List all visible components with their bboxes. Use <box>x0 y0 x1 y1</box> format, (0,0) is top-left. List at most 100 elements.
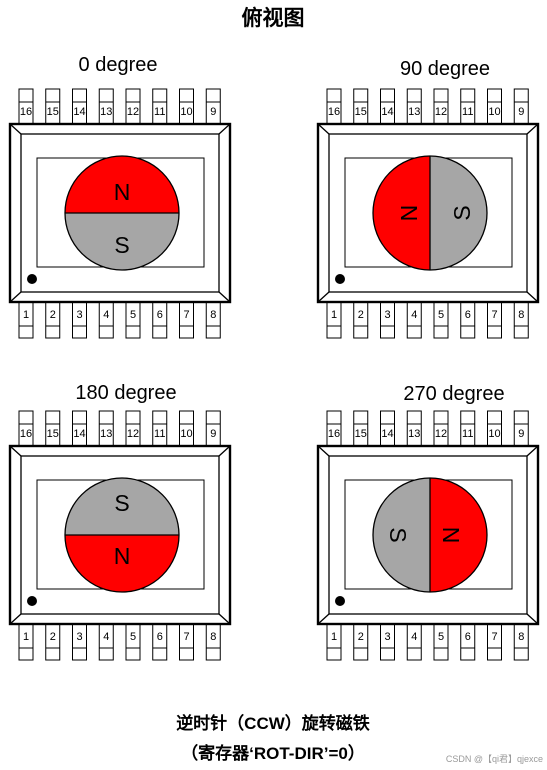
pin-number: 14 <box>381 106 393 118</box>
pin-number: 9 <box>210 428 216 440</box>
pin-number: 7 <box>183 631 189 643</box>
package-bevel <box>328 133 528 293</box>
north-pole-label: N <box>438 527 464 544</box>
pin-11: 11 <box>460 410 476 447</box>
north-pole-half <box>430 478 487 592</box>
pin-14: 14 <box>72 410 87 447</box>
pin-8: 8 <box>513 301 529 339</box>
pin-12: 12 <box>125 410 141 447</box>
pin-13: 13 <box>406 88 422 125</box>
pin-number: 7 <box>491 631 497 643</box>
caption-rotation-direction: 逆时针（CCW）旋转磁铁 <box>176 713 370 733</box>
north-pole-label: N <box>114 179 131 205</box>
pin-number: 10 <box>180 106 192 118</box>
pin-4: 4 <box>98 301 114 339</box>
pin-number: 14 <box>73 106 85 118</box>
south-pole-label: S <box>449 205 475 220</box>
pin-number: 6 <box>157 309 163 321</box>
pin-number: 10 <box>488 428 500 440</box>
pin-number: 2 <box>50 631 56 643</box>
pin-15: 15 <box>45 410 61 447</box>
pin-number: 14 <box>73 428 85 440</box>
pin-2: 2 <box>353 301 369 339</box>
pin-4: 4 <box>406 301 422 339</box>
pin-number: 1 <box>23 631 29 643</box>
pin-3: 3 <box>380 623 395 661</box>
package-bevel <box>328 455 528 615</box>
bevel-corner-line <box>9 291 22 303</box>
pin-2: 2 <box>45 301 61 339</box>
pin-number: 12 <box>127 106 139 118</box>
magnet: NS <box>372 477 488 593</box>
magnet: NS <box>64 477 180 593</box>
pin-8: 8 <box>513 623 529 661</box>
pin-number: 4 <box>103 631 109 643</box>
pin-number: 5 <box>438 631 444 643</box>
bevel-corner-line <box>218 445 231 457</box>
pin-7: 7 <box>179 301 194 339</box>
bevel-corner-line <box>317 123 330 135</box>
pin-15: 15 <box>353 410 369 447</box>
pin-number: 16 <box>20 106 32 118</box>
pin-2: 2 <box>45 623 61 661</box>
pin-number: 16 <box>328 428 340 440</box>
pin-3: 3 <box>72 301 87 339</box>
pin1-marker-dot <box>335 596 345 606</box>
south-pole-label: S <box>385 527 411 542</box>
pin-11: 11 <box>460 88 476 125</box>
pin-12: 12 <box>125 88 141 125</box>
package-bevel <box>20 455 220 615</box>
pin-9: 9 <box>513 88 529 125</box>
pin-9: 9 <box>205 88 221 125</box>
pin-number: 16 <box>328 106 340 118</box>
caption-register-setting: （寄存器‘ROT-DIR’=0） <box>181 743 365 763</box>
north-pole-label: N <box>396 205 422 222</box>
package-bevel <box>20 133 220 293</box>
pin-16: 16 <box>326 410 342 447</box>
pin-number: 10 <box>180 428 192 440</box>
south-pole-label: S <box>114 490 129 516</box>
pin-13: 13 <box>406 410 422 447</box>
bevel-corner-line <box>218 123 231 135</box>
pin-12: 12 <box>433 88 449 125</box>
magnet-outline <box>64 155 180 271</box>
pin-4: 4 <box>98 623 114 661</box>
pin-number: 11 <box>462 428 473 440</box>
bevel-corner-line <box>317 445 330 457</box>
pin-number: 1 <box>331 309 337 321</box>
pin-number: 3 <box>76 309 82 321</box>
pin-number: 15 <box>47 106 59 118</box>
pin-13: 13 <box>98 88 114 125</box>
pin-10: 10 <box>487 88 502 125</box>
pin-number: 10 <box>488 106 500 118</box>
pin-7: 7 <box>487 623 502 661</box>
pin-number: 11 <box>462 106 473 118</box>
pin-number: 6 <box>465 631 471 643</box>
pin-number: 2 <box>358 631 364 643</box>
pin-13: 13 <box>98 410 114 447</box>
bevel-corner-line <box>317 291 330 303</box>
pin-10: 10 <box>487 410 502 447</box>
magnet-outline <box>64 477 180 593</box>
pin-number: 3 <box>384 309 390 321</box>
pin-1: 1 <box>326 623 342 661</box>
pin-number: 8 <box>518 309 524 321</box>
bevel-corner-line <box>526 123 539 135</box>
pin-14: 14 <box>72 88 87 125</box>
pin-9: 9 <box>205 410 221 447</box>
pin-number: 15 <box>47 428 59 440</box>
pin-1: 1 <box>326 301 342 339</box>
pin-16: 16 <box>18 410 34 447</box>
pin-9: 9 <box>513 410 529 447</box>
pin-number: 4 <box>411 631 417 643</box>
pin-number: 14 <box>381 428 393 440</box>
bevel-corner-line <box>526 291 539 303</box>
bevel-corner-line <box>218 291 231 303</box>
pin-number: 13 <box>408 428 420 440</box>
bevel-corner-line <box>218 613 231 625</box>
